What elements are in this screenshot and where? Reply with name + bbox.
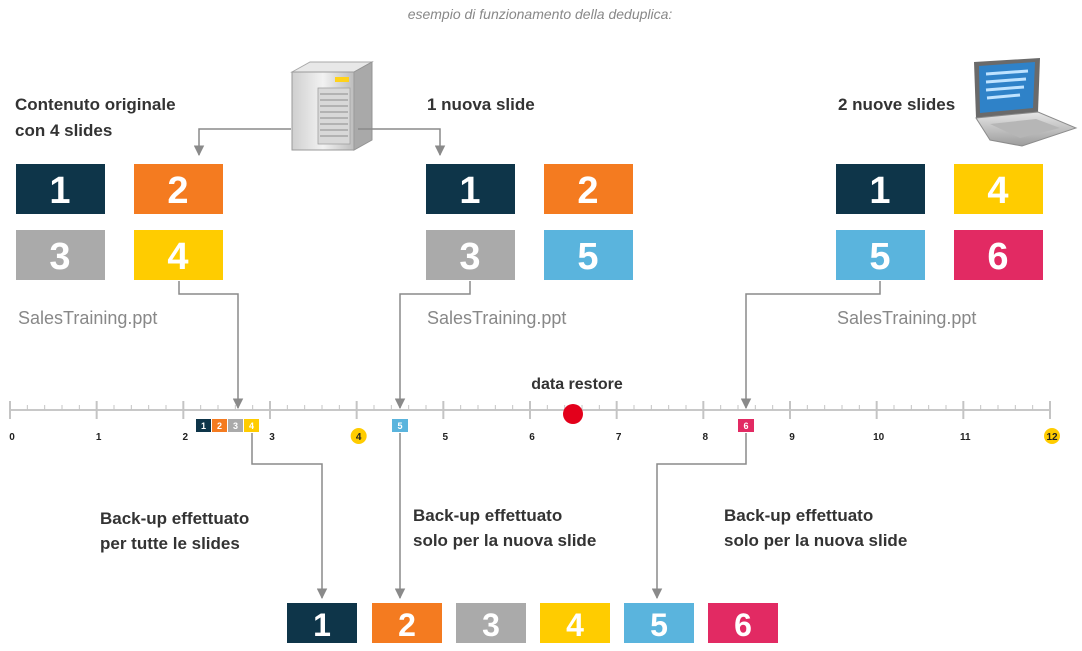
- marker-3-to-storage-arrow: [651, 433, 747, 600]
- stored-slide-1-number: 1: [313, 607, 331, 643]
- version-2-title: 1 nuova slide: [427, 95, 535, 114]
- version-3-slide-2: [954, 164, 1043, 214]
- laptop-icon: [974, 58, 1078, 147]
- backup-note-1-line-2: per tutte le slides: [100, 534, 240, 553]
- diagram-caption: esempio di funzionamento della deduplica…: [408, 6, 673, 22]
- version-3-slide-2-number: 4: [987, 170, 1008, 212]
- timeline-tick-label: 9: [789, 432, 795, 443]
- version-3-slide-set: 1 4 5 6: [836, 164, 1043, 280]
- timeline-tick-highlight: [1044, 428, 1060, 444]
- backup-note-2-line-1: Back-up effettuato: [413, 506, 562, 525]
- stored-slide-1: [287, 603, 357, 643]
- version-1-slide-1-number: 1: [49, 170, 70, 212]
- version-2-slide-3: [426, 230, 515, 280]
- marker-1-slide-3: [228, 419, 243, 432]
- backup-note-3-line-2: solo per la nuova slide: [724, 531, 907, 550]
- marker-1-slide-2-number: 2: [217, 421, 222, 431]
- stored-slide-2: [372, 603, 442, 643]
- version-2-to-timeline-arrow: [394, 281, 471, 410]
- version-1-slide-2-number: 2: [167, 170, 188, 212]
- deduplicated-storage-row: 1 2 3 4 5 6: [287, 603, 778, 643]
- version-1-title-line-1: Contenuto originale: [15, 95, 176, 114]
- timeline-tick-label: 3: [269, 432, 275, 443]
- version-3-slide-4: [954, 230, 1043, 280]
- stored-slide-2-number: 2: [398, 607, 416, 643]
- server-to-version-1-arrow: [193, 128, 291, 157]
- stored-slide-5-number: 5: [650, 607, 668, 643]
- version-3-slide-1-number: 1: [869, 170, 890, 212]
- marker-1-slide-1-number: 1: [201, 421, 206, 431]
- marker-1-slide-4-number: 4: [249, 421, 254, 431]
- version-1-to-timeline-arrow: [178, 281, 244, 410]
- timeline-tick-label: 7: [616, 432, 622, 443]
- version-3-slide-3: [836, 230, 925, 280]
- timeline-marker-version-1: 1 2 3 4: [196, 419, 259, 432]
- stored-slide-4-number: 4: [566, 607, 584, 643]
- marker-3-slide-6-number: 6: [743, 421, 748, 431]
- stored-slide-4: [540, 603, 610, 643]
- version-3-slide-1: [836, 164, 925, 214]
- version-3-title: 2 nuove slides: [838, 95, 955, 114]
- marker-1-slide-2: [212, 419, 227, 432]
- restore-point-marker: [563, 404, 583, 424]
- timeline-tick-label: 2: [183, 432, 189, 443]
- version-2-slide-4: [544, 230, 633, 280]
- version-3-to-timeline-arrow: [740, 281, 881, 410]
- timeline-tick-label: 0: [9, 432, 15, 443]
- timeline-tick-label: 6: [529, 432, 535, 443]
- timeline-tick-label: 12: [1046, 432, 1058, 443]
- timeline-tick-label: 1: [96, 432, 102, 443]
- version-3-slide-3-number: 5: [869, 236, 890, 278]
- version-2-slide-2: [544, 164, 633, 214]
- restore-label: data restore: [531, 376, 623, 393]
- timeline-ticks: [9, 401, 1051, 419]
- marker-1-slide-3-number: 3: [233, 421, 238, 431]
- version-2-slide-set: 1 2 3 5: [426, 164, 633, 280]
- backup-note-2-line-2: solo per la nuova slide: [413, 531, 596, 550]
- timeline-tick-label: 5: [443, 432, 449, 443]
- server-icon: [290, 61, 374, 151]
- version-2-slide-4-number: 5: [577, 236, 598, 278]
- version-2-slide-2-number: 2: [577, 170, 598, 212]
- timeline-tick-highlight: [350, 428, 367, 444]
- timeline-marker-version-3: 6: [738, 419, 754, 432]
- version-1-slide-2: [134, 164, 223, 214]
- version-1-slide-4-number: 4: [167, 236, 188, 278]
- stored-slide-3: [456, 603, 526, 643]
- version-2-slide-1-number: 1: [459, 170, 480, 212]
- version-1-slide-3: [16, 230, 105, 280]
- version-1-slide-set: 1 2 3 4: [16, 164, 223, 280]
- stored-slide-6: [708, 603, 778, 643]
- marker-2-slide-5-number: 5: [397, 421, 402, 431]
- version-1-slide-4: [134, 230, 223, 280]
- version-1-slide-3-number: 3: [49, 236, 70, 278]
- server-to-version-2-arrow: [358, 128, 446, 157]
- backup-note-1-line-1: Back-up effettuato: [100, 509, 249, 528]
- timeline-tick-label: 4: [356, 432, 362, 443]
- version-3-slide-4-number: 6: [987, 236, 1008, 278]
- marker-2-slide-5: [392, 419, 408, 432]
- version-1-slide-1: [16, 164, 105, 214]
- stored-slide-3-number: 3: [482, 607, 500, 643]
- stored-slide-6-number: 6: [734, 607, 752, 643]
- version-1-filename: SalesTraining.ppt: [18, 308, 157, 328]
- timeline-tick-label: 10: [873, 432, 885, 443]
- marker-1-to-storage-arrow: [251, 433, 328, 600]
- timeline-tick-label: 8: [703, 432, 709, 443]
- backup-note-3-line-1: Back-up effettuato: [724, 506, 873, 525]
- marker-3-slide-6: [738, 419, 754, 432]
- version-2-slide-3-number: 3: [459, 236, 480, 278]
- marker-1-slide-4: [244, 419, 259, 432]
- version-3-filename: SalesTraining.ppt: [837, 308, 976, 328]
- version-2-slide-1: [426, 164, 515, 214]
- timeline-marker-version-2: 5: [392, 419, 408, 432]
- version-1-title-line-2: con 4 slides: [15, 121, 112, 140]
- timeline-tick-label: 11: [960, 432, 971, 443]
- version-2-filename: SalesTraining.ppt: [427, 308, 566, 328]
- stored-slide-5: [624, 603, 694, 643]
- marker-1-slide-1: [196, 419, 211, 432]
